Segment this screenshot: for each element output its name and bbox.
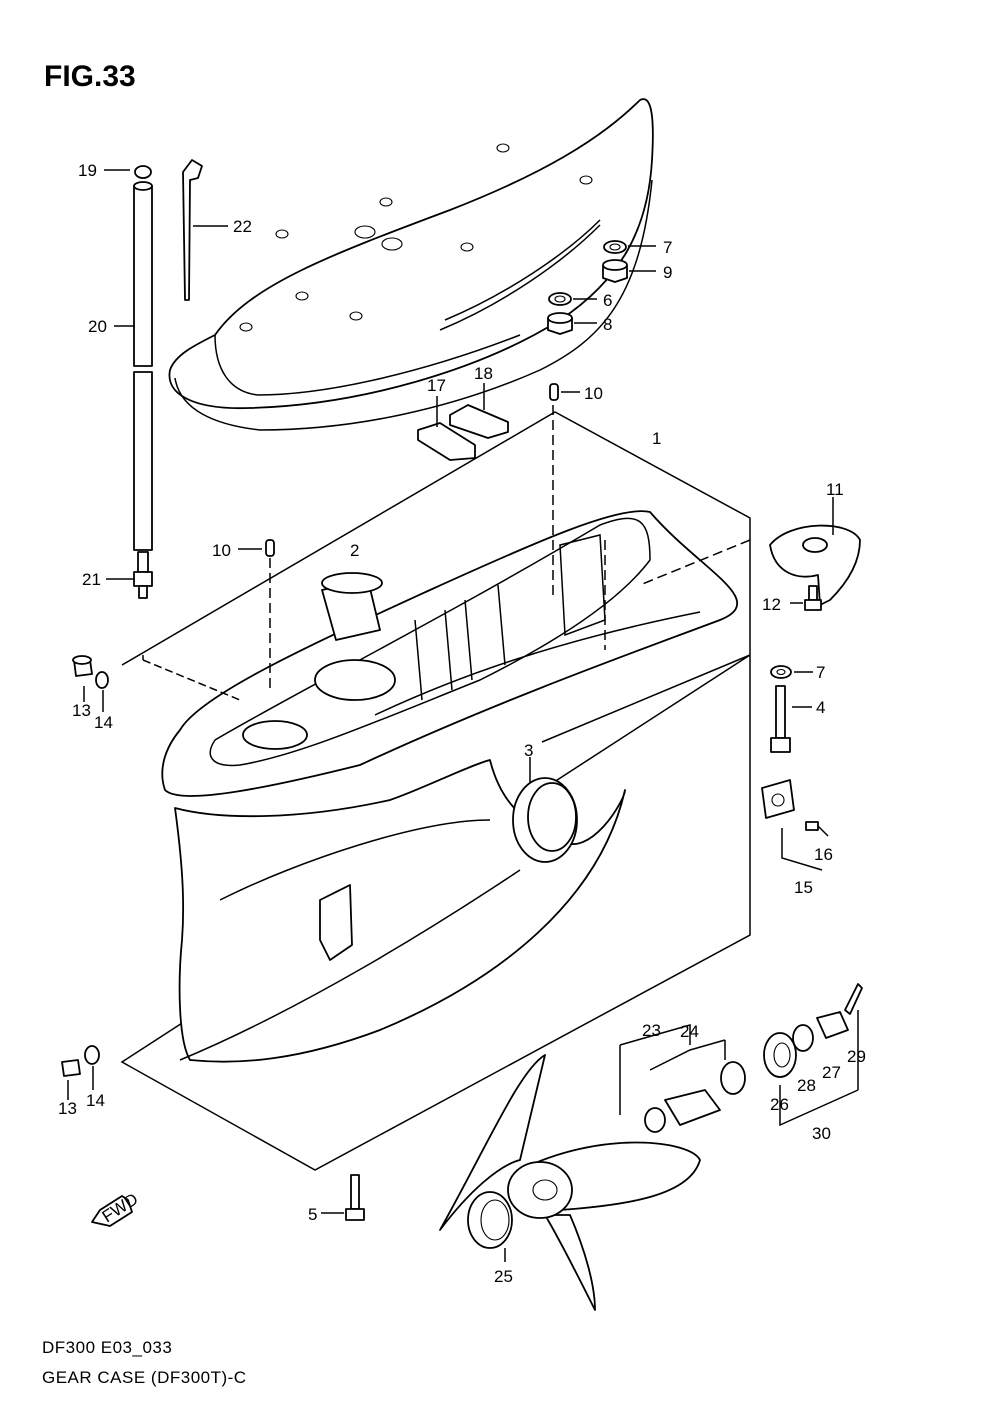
- callout-25: 25: [494, 1267, 513, 1286]
- callout-30: 30: [812, 1124, 831, 1143]
- callout-26: 26: [770, 1095, 789, 1114]
- callout-9: 9: [663, 263, 672, 282]
- callout-12: 12: [762, 595, 781, 614]
- plate-17-part: [417, 396, 476, 461]
- bolt-4-part: [770, 685, 812, 753]
- gasket-14-lower-part: [84, 1045, 100, 1090]
- callout-27: 27: [822, 1063, 841, 1082]
- bolt-5-part: [321, 1174, 365, 1221]
- callout-5: 5: [308, 1205, 317, 1224]
- callout-22: 22: [233, 217, 252, 236]
- trim-block-part: [761, 779, 823, 871]
- plug-13-lower-part: [61, 1059, 81, 1100]
- upper-cover-part: [168, 98, 654, 431]
- callout-14b: 14: [86, 1091, 105, 1110]
- callout-10a: 10: [212, 541, 231, 560]
- cotter-pin-29-part: [844, 983, 863, 1015]
- callout-3: 3: [524, 741, 533, 760]
- tie-strap-part: [182, 159, 228, 301]
- figure-caption: GEAR CASE (DF300T)-C: [42, 1368, 247, 1387]
- anode-part: [769, 497, 861, 606]
- callout-19: 19: [78, 161, 97, 180]
- figure-code: DF300 E03_033: [42, 1338, 173, 1357]
- plug-13-upper-part: [72, 655, 93, 702]
- washer-7-part: [603, 240, 656, 254]
- washer-6-part: [548, 292, 597, 306]
- nut-9-part: [602, 259, 656, 283]
- callout-21: 21: [82, 570, 101, 589]
- callout-6: 6: [603, 291, 612, 310]
- fwd-label: FWD: [99, 1189, 142, 1226]
- callout-29: 29: [847, 1047, 866, 1066]
- callout-2: 2: [350, 541, 359, 560]
- callout-labels: 1 2 3 4 5 6 7 7 8 9 10 10 11 12 13 13 14…: [58, 161, 866, 1286]
- callout-24: 24: [680, 1022, 699, 1041]
- water-tube-part: [104, 165, 153, 599]
- nut-27-part: [816, 1011, 849, 1039]
- callout-18: 18: [474, 364, 493, 383]
- callout-20: 20: [88, 317, 107, 336]
- thrust-washer-26-part: [763, 1032, 797, 1078]
- spacer-24-part: [619, 1024, 746, 1133]
- callout-4: 4: [816, 698, 825, 717]
- washer-28-part: [792, 1024, 814, 1052]
- kit-bracket-30-part: [779, 1010, 859, 1127]
- callout-8: 8: [603, 315, 612, 334]
- fwd-arrow-icon: FWD: [91, 1189, 142, 1227]
- bushing-25-part: [467, 1191, 513, 1262]
- propeller-part: [439, 1054, 701, 1311]
- callout-15: 15: [794, 878, 813, 897]
- gear-case-body-part: [120, 405, 751, 1171]
- plate-18-part: [449, 383, 509, 439]
- callout-7b: 7: [816, 663, 825, 682]
- callout-14a: 14: [94, 713, 113, 732]
- dowel-pin-part: [238, 383, 580, 557]
- gasket-14-upper-part: [95, 671, 109, 712]
- callout-7a: 7: [663, 238, 672, 257]
- seal-part: [512, 757, 578, 863]
- washer-7b-part: [770, 665, 813, 679]
- screw-16-part: [805, 821, 829, 837]
- callout-28: 28: [797, 1076, 816, 1095]
- callout-23: 23: [642, 1021, 661, 1040]
- callout-1: 1: [652, 429, 661, 448]
- bolt-12-part: [790, 585, 822, 611]
- callout-13b: 13: [58, 1099, 77, 1118]
- callout-11: 11: [826, 480, 844, 499]
- callout-10b: 10: [584, 384, 603, 403]
- figure-title: FIG.33: [44, 60, 136, 93]
- callout-13a: 13: [72, 701, 91, 720]
- nut-8-part: [547, 312, 597, 335]
- callout-17: 17: [427, 376, 446, 395]
- callout-16: 16: [814, 845, 833, 864]
